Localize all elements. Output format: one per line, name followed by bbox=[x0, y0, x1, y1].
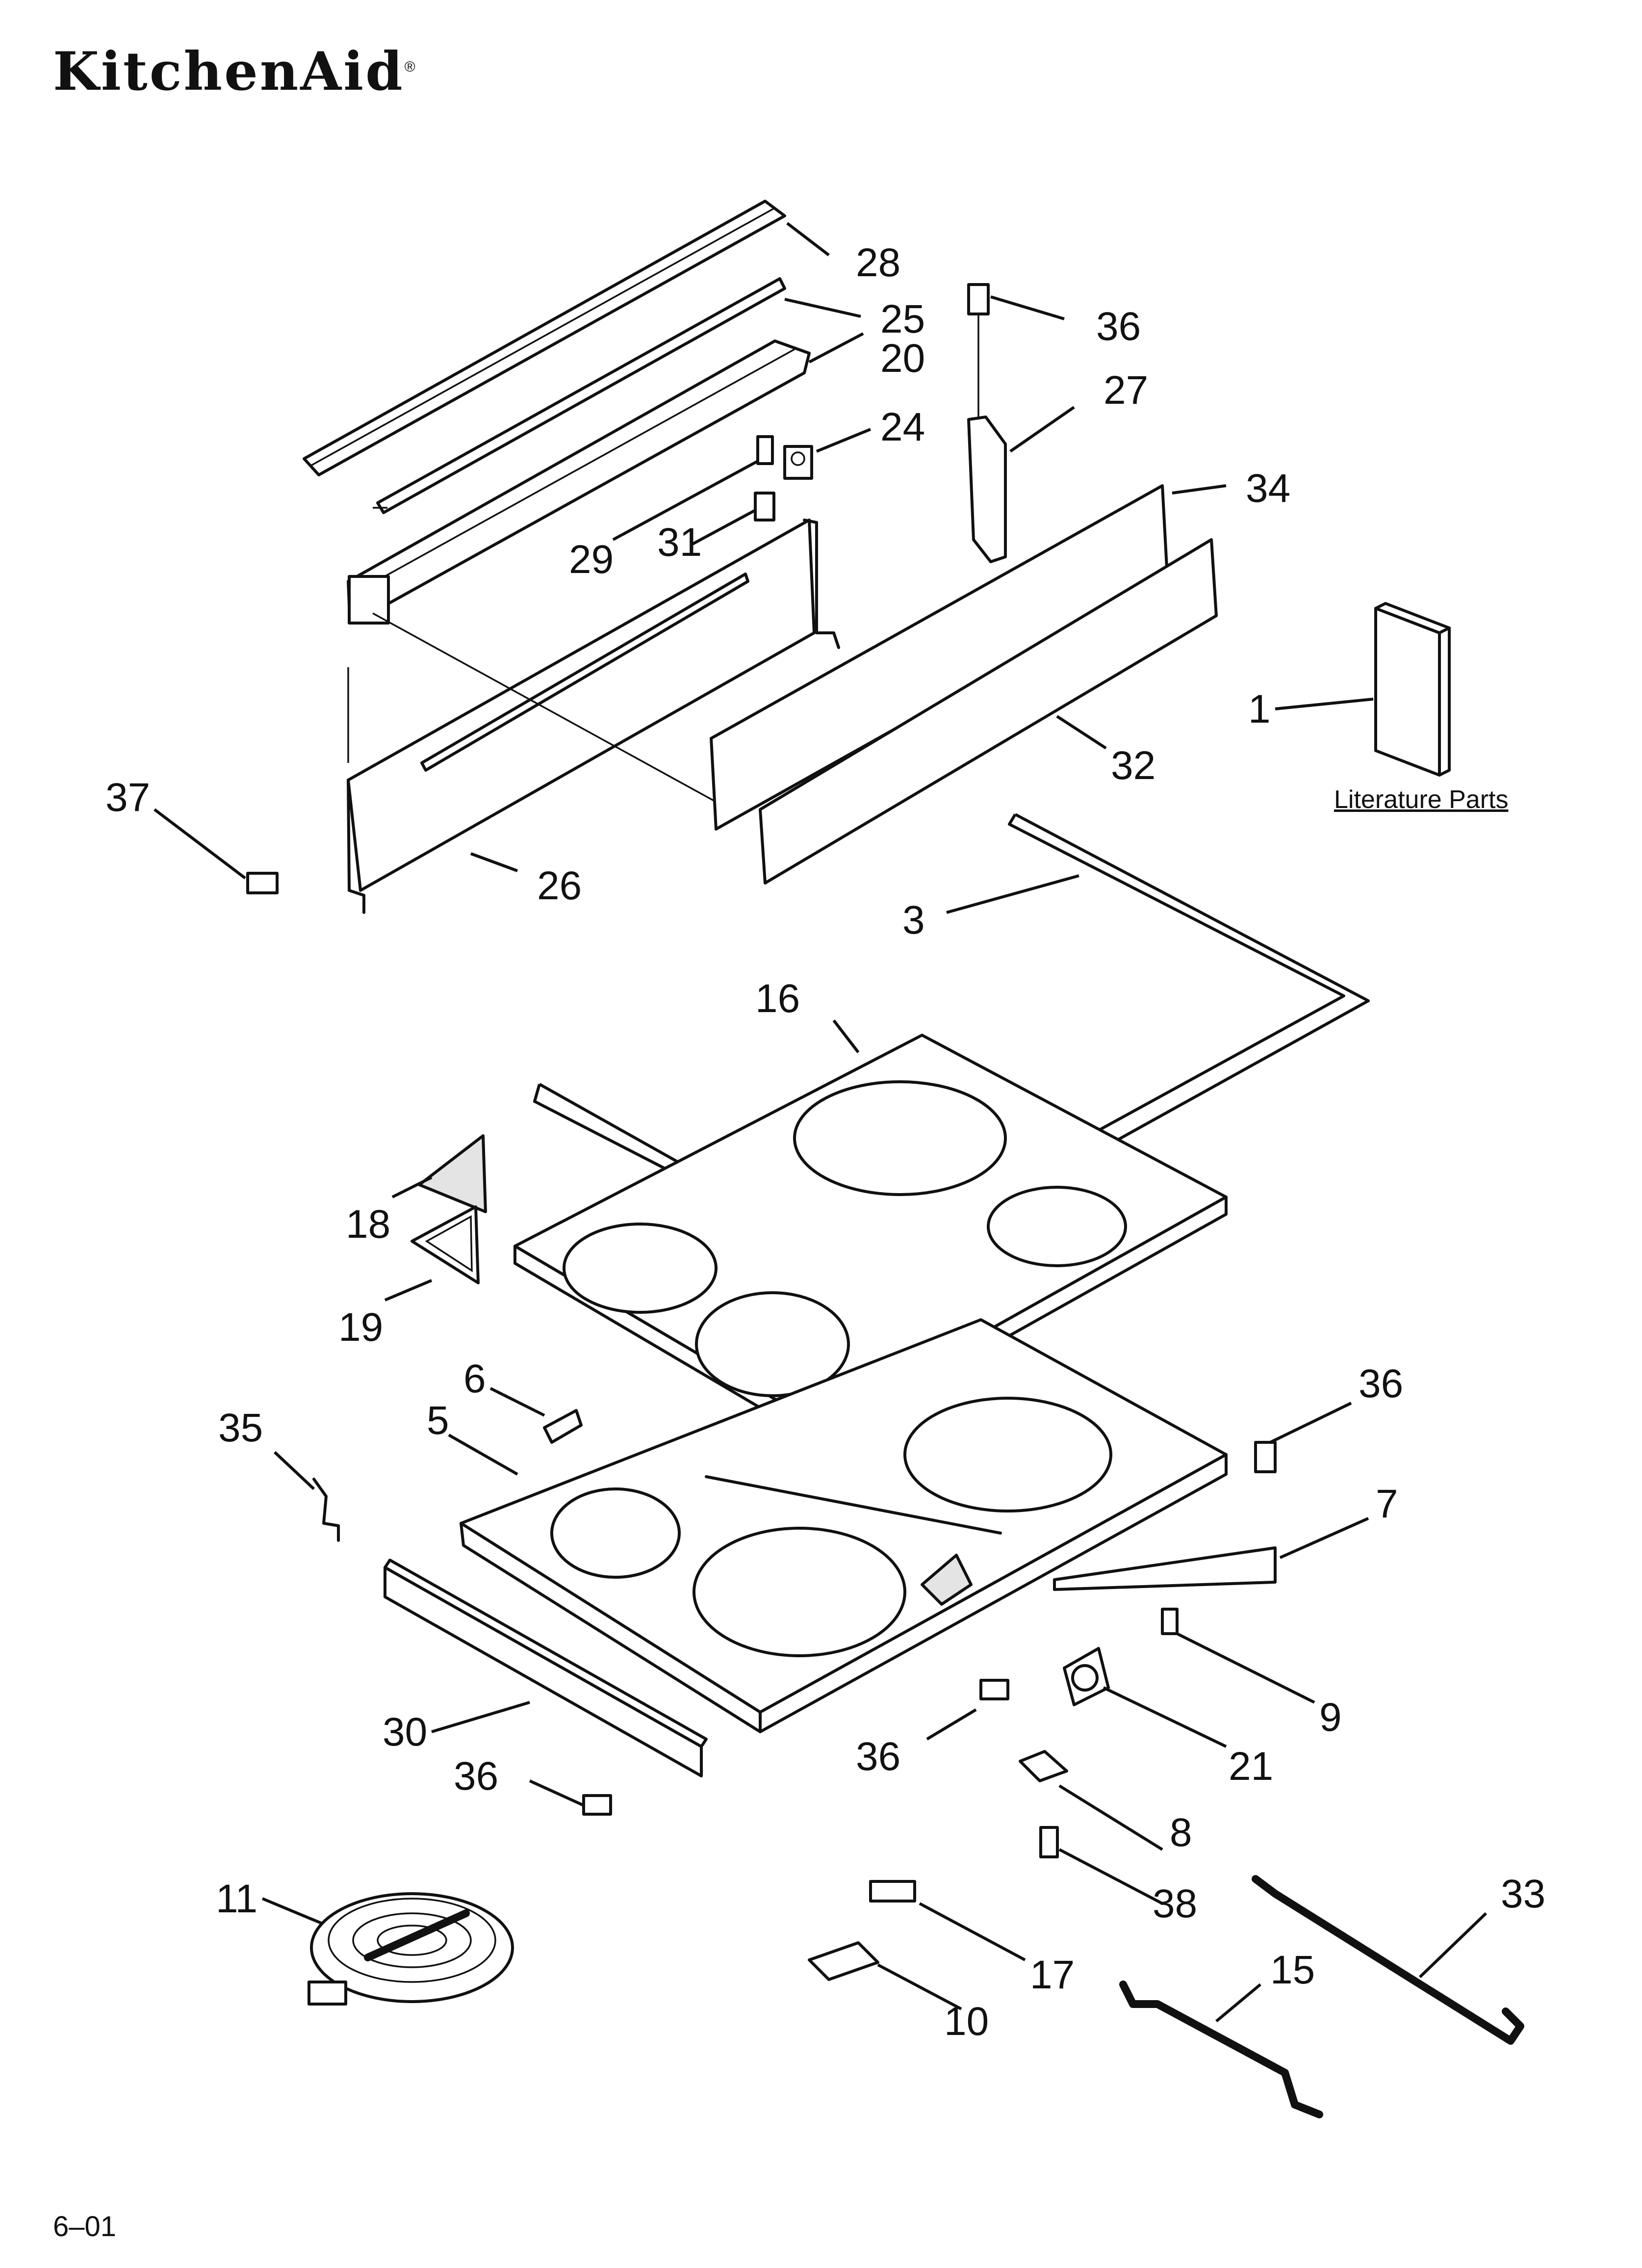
callout-38: 38 bbox=[1153, 1881, 1198, 1926]
callout-3: 3 bbox=[902, 898, 925, 942]
part-28-trim bbox=[303, 200, 786, 476]
callout-1: 1 bbox=[1248, 687, 1271, 731]
part-36-screw-mid bbox=[979, 1679, 1009, 1700]
part-38-screw bbox=[1039, 1826, 1059, 1858]
registered-mark: ® bbox=[404, 59, 417, 75]
part-25-rod bbox=[373, 277, 786, 514]
callout-34: 34 bbox=[1246, 466, 1291, 511]
callout-19: 19 bbox=[338, 1305, 384, 1350]
callout-36-right: 36 bbox=[1359, 1361, 1404, 1406]
revision-date: 6–01 bbox=[53, 2211, 117, 2242]
callout-15: 15 bbox=[1270, 1948, 1315, 1992]
part-36-screw-low bbox=[582, 1794, 612, 1816]
part-37-screw bbox=[246, 872, 279, 894]
part-32-trim bbox=[759, 538, 1218, 885]
callout-25: 25 bbox=[880, 297, 925, 341]
part-24-bracket bbox=[783, 445, 813, 480]
part-20-channel bbox=[347, 339, 811, 625]
part-7-strip bbox=[1053, 1546, 1277, 1591]
callout-30: 30 bbox=[383, 1710, 428, 1754]
callout-11: 11 bbox=[216, 1877, 258, 1921]
part-36-screw-top bbox=[967, 283, 990, 315]
callout-24: 24 bbox=[880, 405, 925, 449]
leader-lines bbox=[154, 222, 1488, 2023]
callout-36-mid: 36 bbox=[856, 1734, 901, 1779]
callout-33: 33 bbox=[1501, 1872, 1546, 1916]
logo-text: KitchenAid bbox=[53, 41, 405, 103]
callout-21: 21 bbox=[1229, 1744, 1274, 1789]
callout-8: 8 bbox=[1170, 1810, 1192, 1855]
callout-36-top: 36 bbox=[1096, 304, 1141, 349]
callout-18: 18 bbox=[346, 1202, 391, 1247]
part-18-badge bbox=[418, 1134, 487, 1213]
callout-27: 27 bbox=[1103, 368, 1149, 413]
part-21-thermostat bbox=[1063, 1647, 1110, 1706]
kitchenaid-logo: KitchenAid® bbox=[53, 45, 417, 98]
part-17-terminal bbox=[869, 1880, 916, 1903]
callout-10: 10 bbox=[944, 1999, 989, 2044]
callout-37: 37 bbox=[105, 775, 151, 820]
callout-35: 35 bbox=[218, 1406, 263, 1450]
callout-17: 17 bbox=[1030, 1953, 1075, 1997]
part-33-wire bbox=[1252, 1875, 1524, 2045]
part-8-clip bbox=[1019, 1750, 1068, 1782]
part-36-screw-right bbox=[1254, 1441, 1277, 1473]
callout-6: 6 bbox=[463, 1356, 486, 1401]
part-6-clip bbox=[543, 1409, 583, 1444]
callout-36-low: 36 bbox=[454, 1754, 499, 1799]
part-27-end-bracket bbox=[967, 314, 1007, 563]
callout-26: 26 bbox=[537, 863, 582, 908]
callout-5: 5 bbox=[427, 1398, 449, 1443]
part-10-terminal-block bbox=[808, 1941, 879, 1981]
literature-parts-caption: Literature Parts bbox=[1334, 785, 1509, 814]
part-11-surface-element bbox=[308, 1892, 514, 2006]
part-35-clip bbox=[312, 1478, 340, 1542]
part-26-backguard bbox=[347, 519, 840, 914]
callout-9: 9 bbox=[1319, 1695, 1342, 1740]
callout-29: 29 bbox=[569, 537, 614, 582]
part-9-screw bbox=[1161, 1608, 1179, 1635]
callout-20-visible: 20 bbox=[880, 336, 925, 381]
callout-16: 16 bbox=[755, 976, 800, 1021]
callout-32: 32 bbox=[1111, 743, 1156, 788]
part-31-spacer bbox=[754, 492, 775, 521]
callout-28: 28 bbox=[856, 240, 901, 285]
callout-7: 7 bbox=[1376, 1482, 1398, 1526]
part-1-literature bbox=[1374, 602, 1451, 777]
part-30-front-trim bbox=[384, 1559, 708, 1777]
part-29-spacer bbox=[756, 435, 774, 465]
part-5-main-top bbox=[460, 1318, 1228, 1733]
callout-31: 31 bbox=[657, 520, 702, 565]
part-15-wire bbox=[1119, 1981, 1323, 2118]
part-19-badge-frame bbox=[410, 1205, 480, 1284]
